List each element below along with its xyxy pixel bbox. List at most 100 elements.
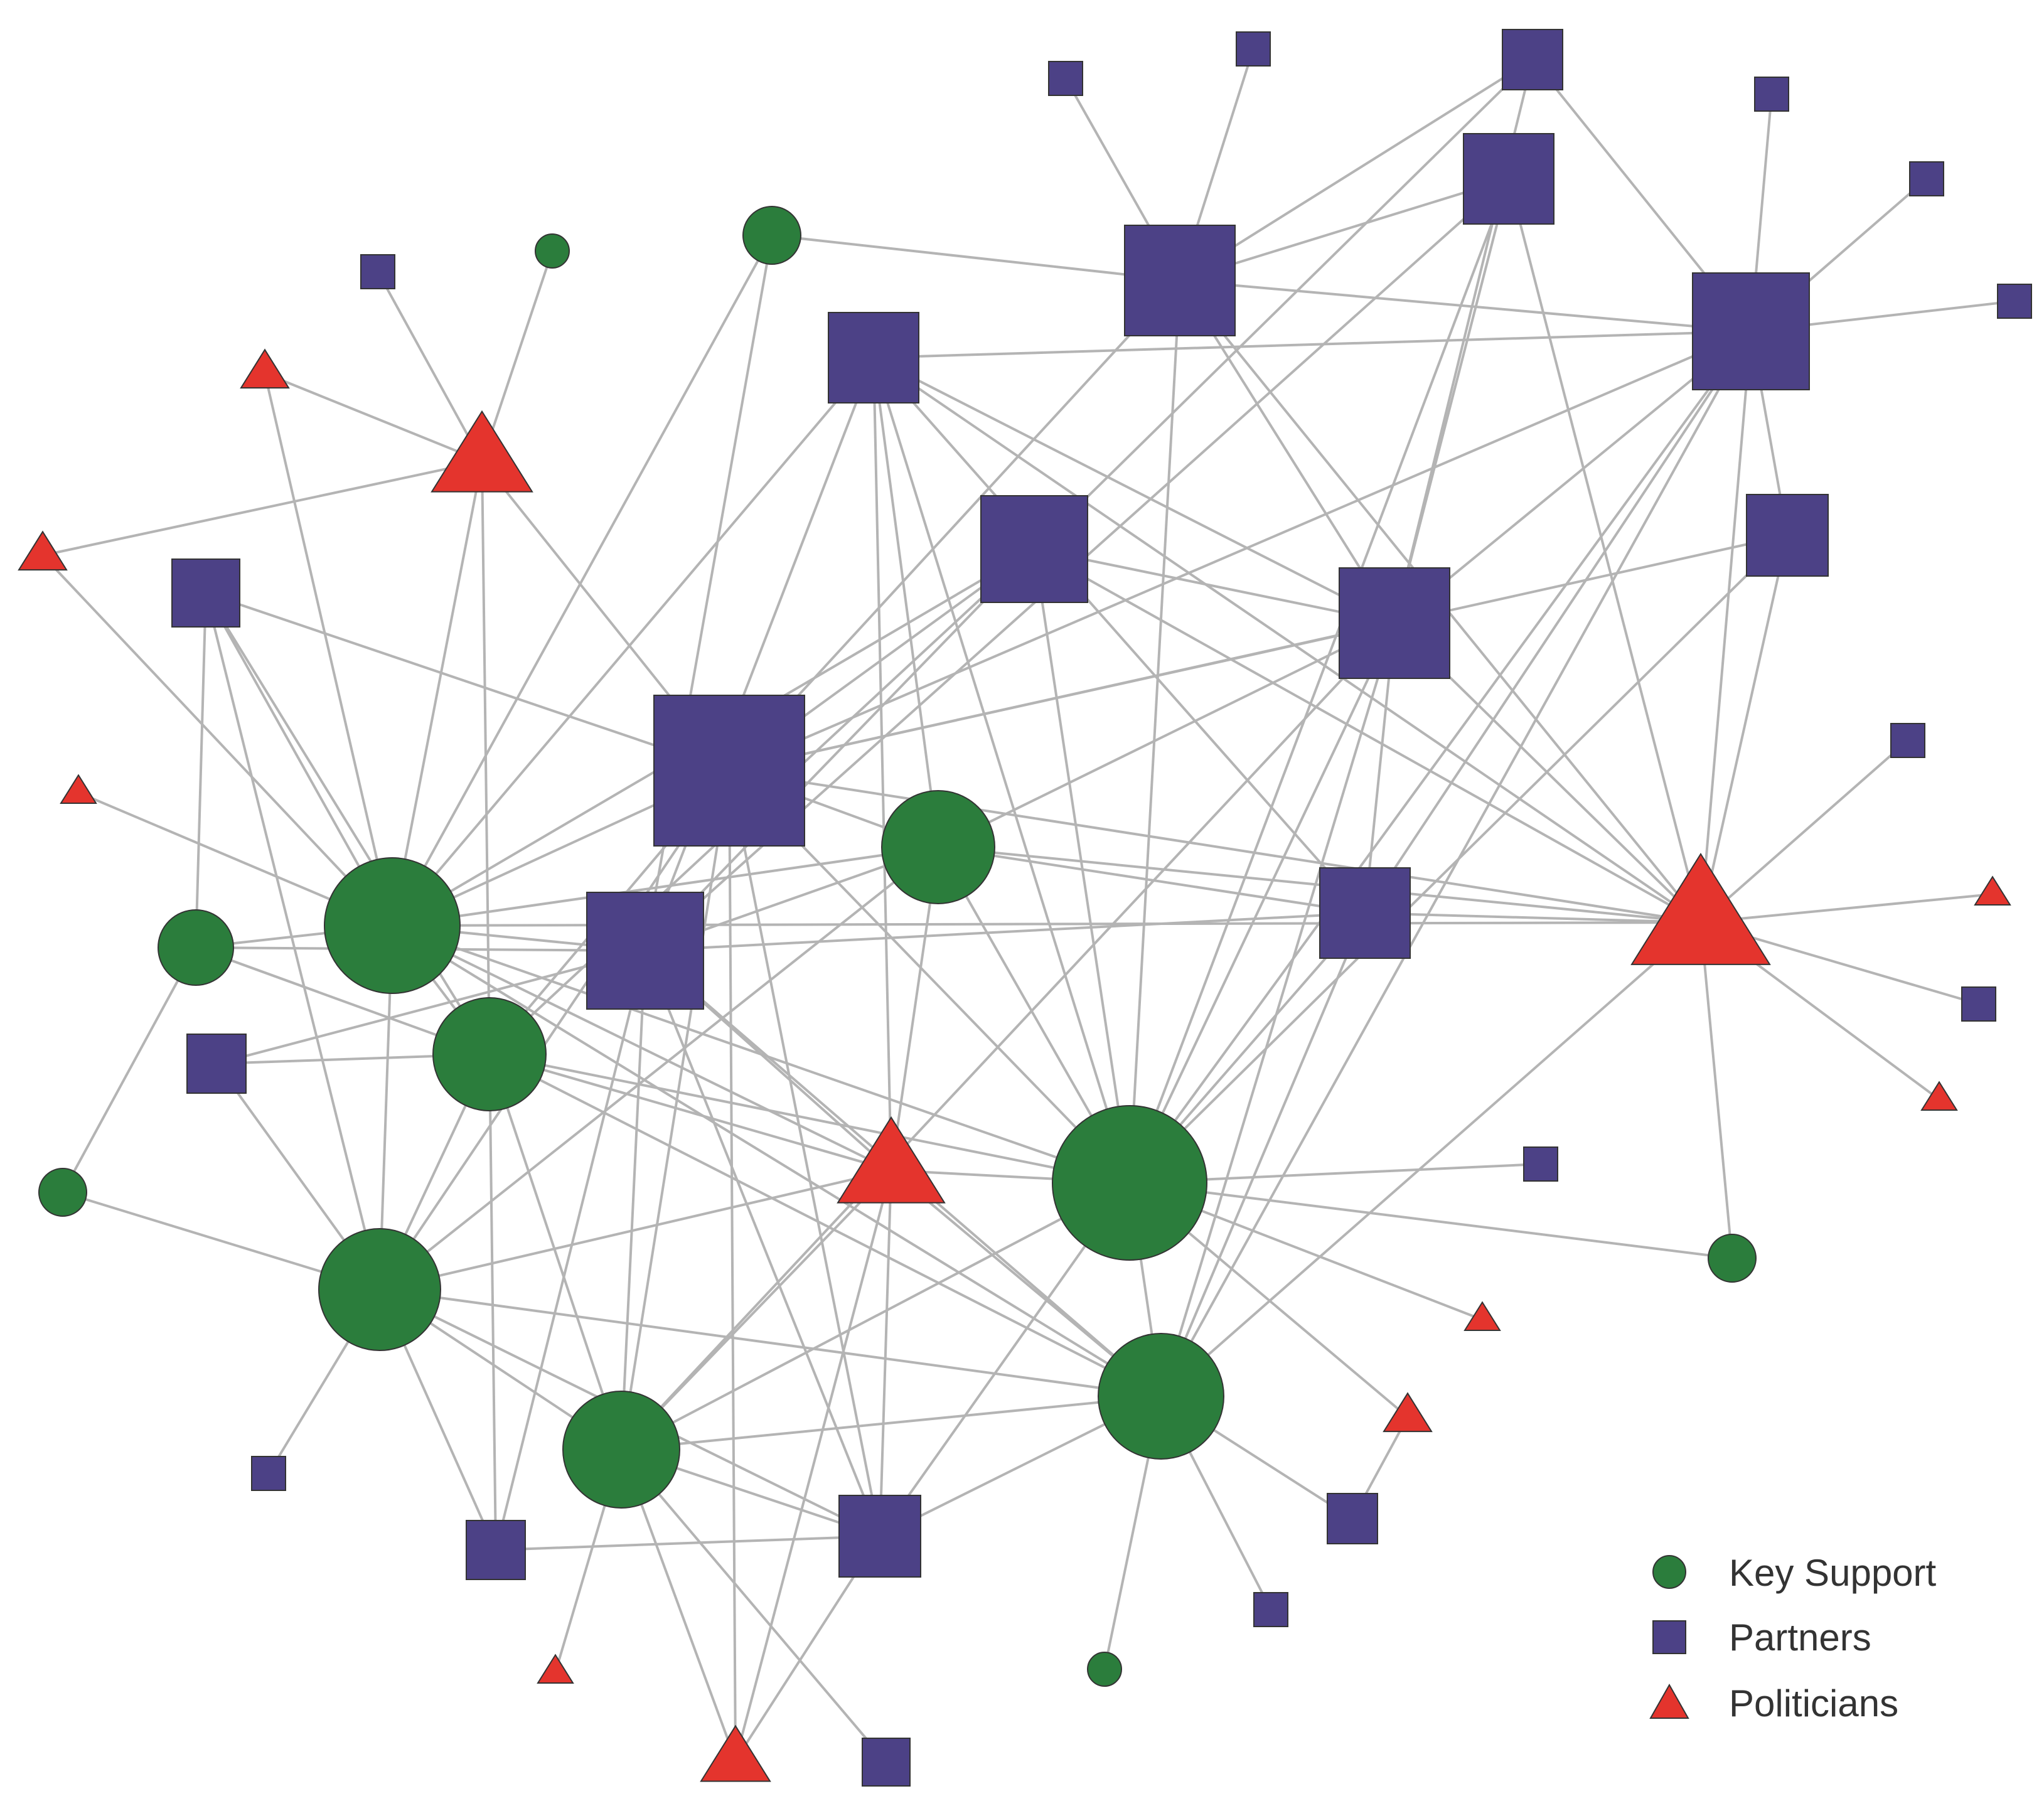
edge (391, 356, 875, 927)
edge (872, 356, 1702, 924)
partner-node (466, 1520, 526, 1580)
edge (1034, 548, 1701, 924)
edge (620, 770, 730, 1450)
key-support-node (562, 1391, 680, 1509)
key-support-node (324, 857, 461, 994)
partner-node (1339, 567, 1450, 679)
partner-node (1523, 1146, 1558, 1182)
edge (1699, 739, 1909, 924)
edge (1699, 535, 1789, 923)
network-nodes (18, 29, 2032, 1787)
edge (644, 950, 881, 1537)
politician-node (837, 1116, 946, 1204)
edge (1700, 893, 1993, 924)
edge (1128, 178, 1510, 1184)
edge (1033, 548, 1131, 1184)
edge (1129, 1182, 1733, 1259)
edge (1364, 330, 1752, 914)
key-support-node (158, 909, 234, 986)
edge (391, 235, 773, 926)
legend-label-partners: Partners (1729, 1617, 1871, 1659)
edge (621, 1182, 1130, 1451)
edge (488, 1054, 623, 1450)
edge (872, 357, 1131, 1184)
edge (872, 356, 1366, 914)
politician-node (431, 410, 533, 493)
partner-node (1746, 494, 1829, 577)
edge (1128, 534, 1789, 1184)
partner-node (653, 695, 805, 847)
edge (621, 1395, 1162, 1451)
key-support-node (1052, 1105, 1207, 1261)
partner-node (171, 558, 240, 628)
key-support-node (1708, 1234, 1757, 1283)
edge (1128, 623, 1396, 1184)
edge (1393, 178, 1510, 624)
key-support-node (1098, 1333, 1224, 1460)
legend-label-key-support: Key Support (1729, 1552, 1937, 1594)
edge (205, 592, 730, 772)
edge (1364, 912, 1701, 924)
politician-node (1463, 1301, 1501, 1332)
edge (495, 1535, 880, 1551)
key-support-node (432, 997, 547, 1111)
partner-node (1909, 161, 1944, 196)
partner-node (828, 312, 919, 403)
edge (1179, 279, 1396, 624)
edge (938, 846, 1366, 914)
politician-node (18, 530, 68, 571)
edge (42, 460, 483, 557)
edge (1160, 331, 1752, 1397)
key-support-node (1087, 1652, 1122, 1687)
edge (216, 949, 646, 1065)
edge (264, 373, 393, 926)
edge (729, 330, 1752, 772)
legend-item-politicians: Politicians (1649, 1682, 1898, 1724)
edge (728, 279, 1181, 772)
key-support-node (38, 1168, 87, 1217)
edge (378, 846, 939, 1291)
partner-node (1327, 1493, 1378, 1544)
partner-node (1502, 29, 1563, 90)
edge (205, 592, 491, 1055)
edge (620, 1169, 892, 1451)
edge (379, 1169, 892, 1291)
partner-node (186, 1034, 247, 1094)
legend-item-partners: Partners (1652, 1617, 1871, 1659)
partner-node (1754, 77, 1789, 112)
edge (62, 947, 197, 1193)
edge (620, 622, 1396, 1451)
politician-node (1630, 852, 1771, 965)
edge (489, 1053, 1162, 1398)
edge (488, 1054, 497, 1551)
edge (729, 622, 1395, 772)
edge (1160, 921, 1702, 1398)
edge (195, 592, 207, 948)
edge (729, 769, 1701, 924)
edge (620, 1448, 887, 1763)
partner-node (1890, 723, 1925, 758)
edge (873, 330, 1752, 359)
key-support-node (881, 790, 995, 904)
politician-node (537, 1654, 574, 1684)
edge (1128, 280, 1181, 1184)
edge (873, 356, 1395, 624)
partner-node (1124, 225, 1236, 336)
legend-square-icon (1652, 1620, 1686, 1654)
key-support-node (535, 233, 570, 269)
edge (1699, 331, 1752, 923)
legend-label-politicians: Politicians (1729, 1682, 1898, 1724)
politician-node (240, 348, 290, 389)
edge (481, 250, 554, 462)
partner-node (1236, 31, 1271, 67)
edge (379, 1288, 1162, 1398)
edge (872, 357, 892, 1171)
edge (620, 950, 646, 1450)
edge (1179, 58, 1534, 282)
edge (645, 912, 1366, 952)
edge (264, 372, 483, 462)
edge (392, 846, 939, 927)
edge (205, 592, 381, 1290)
partner-node (1253, 1592, 1288, 1627)
politician-node (700, 1724, 771, 1782)
